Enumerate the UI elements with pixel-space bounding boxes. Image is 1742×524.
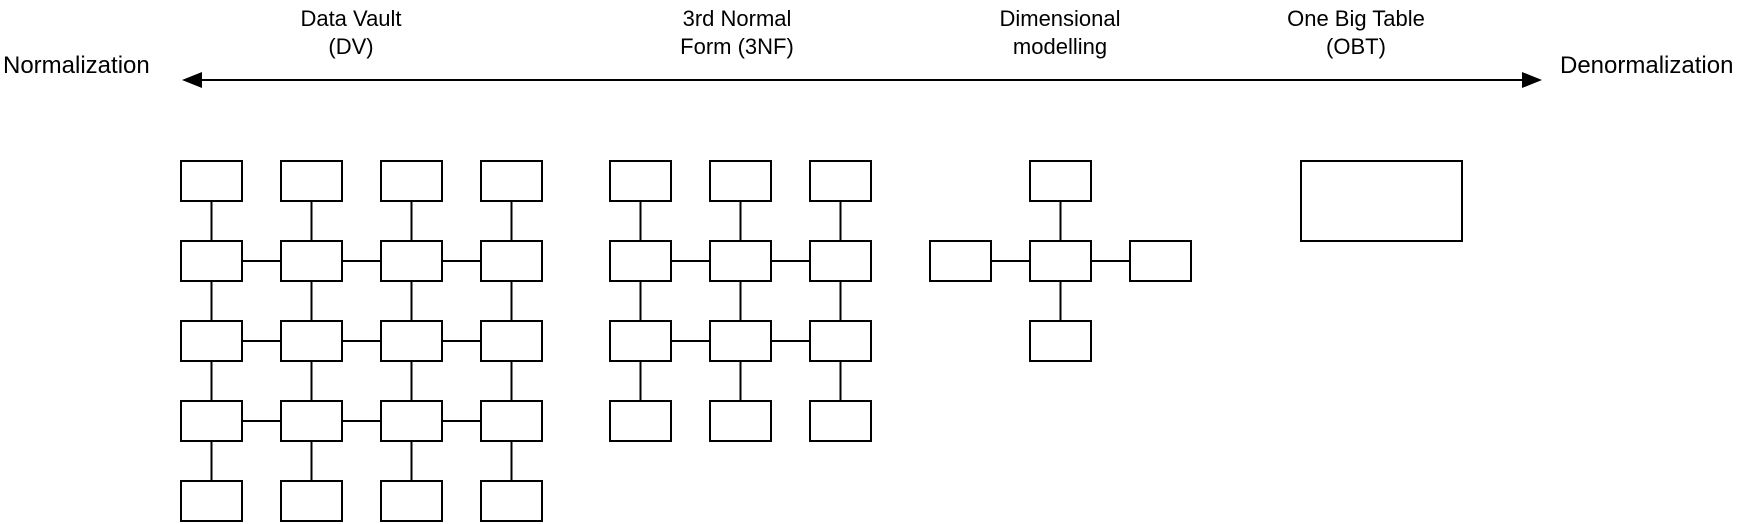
table-box: [1029, 240, 1092, 282]
arrowhead-left: [182, 72, 202, 88]
one-big-table-box: [1300, 160, 1463, 242]
table-box: [280, 160, 343, 202]
axis-label-denormalization: Denormalization: [1560, 52, 1734, 79]
dimensional-star-schema: [929, 160, 1192, 362]
table-box: [809, 320, 872, 362]
table-box: [809, 240, 872, 282]
table-box: [280, 240, 343, 282]
method-label-line1: Dimensional: [999, 6, 1121, 31]
method-label-line2: Form (3NF): [680, 34, 794, 59]
table-box: [280, 480, 343, 522]
table-box: [609, 320, 672, 362]
table-box: [480, 400, 543, 442]
table-box: [1129, 240, 1192, 282]
table-box: [1029, 160, 1092, 202]
table-box: [480, 160, 543, 202]
method-label-dimensional: Dimensional modelling: [999, 5, 1120, 61]
method-label-line1: 3rd Normal: [682, 6, 792, 31]
method-label-one-big-table: One Big Table (OBT): [1287, 5, 1425, 61]
table-box: [180, 400, 243, 442]
method-label-line1: One Big Table: [1287, 6, 1425, 31]
data-vault-grid: [180, 160, 543, 522]
table-box: [380, 240, 443, 282]
table-box: [180, 160, 243, 202]
method-label-line1: Data Vault: [300, 6, 402, 31]
table-box: [709, 320, 772, 362]
axis-label-normalization: Normalization: [3, 52, 150, 79]
table-box: [809, 400, 872, 442]
table-box: [480, 240, 543, 282]
table-box: [380, 400, 443, 442]
method-label-data-vault: Data Vault (DV): [300, 5, 401, 61]
table-box: [809, 160, 872, 202]
table-box: [180, 320, 243, 362]
table-box: [180, 240, 243, 282]
table-box: [709, 240, 772, 282]
table-box: [380, 480, 443, 522]
table-box: [609, 160, 672, 202]
method-label-line2: modelling: [1012, 34, 1108, 59]
table-box: [709, 160, 772, 202]
table-box: [929, 240, 992, 282]
arrowhead-right: [1522, 72, 1542, 88]
normalization-axis-arrow: [182, 72, 1542, 88]
table-box: [1300, 160, 1463, 242]
table-box: [709, 400, 772, 442]
table-box: [1029, 320, 1092, 362]
method-label-line2: (OBT): [1326, 34, 1386, 59]
table-box: [609, 240, 672, 282]
table-box: [280, 320, 343, 362]
table-box: [480, 480, 543, 522]
table-box: [380, 160, 443, 202]
table-box: [280, 400, 343, 442]
method-label-line2: (DV): [328, 34, 374, 59]
table-box: [180, 480, 243, 522]
table-box: [380, 320, 443, 362]
table-box: [609, 400, 672, 442]
third-normal-form-grid: [609, 160, 872, 442]
table-box: [480, 320, 543, 362]
method-label-3nf: 3rd Normal Form (3NF): [680, 5, 794, 61]
